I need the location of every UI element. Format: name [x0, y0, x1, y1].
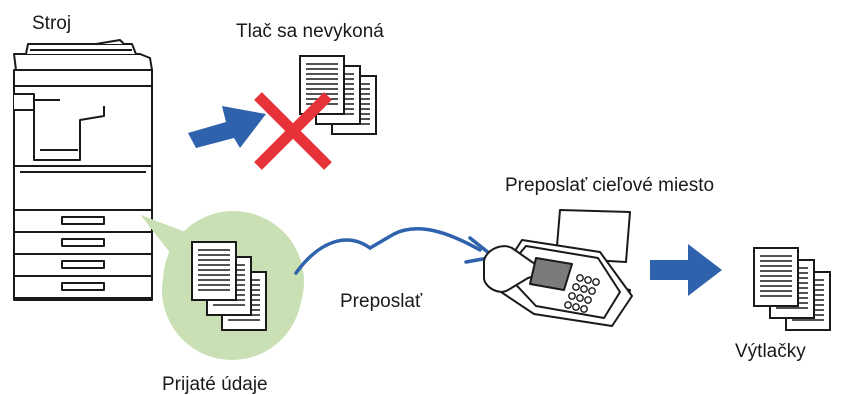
- arrow-right-icon: [650, 244, 722, 296]
- received-data-label: Prijaté údaje: [162, 374, 268, 395]
- machine-label: Stroj: [32, 13, 72, 34]
- forward-label: Preposlať: [340, 291, 423, 312]
- fax-machine-icon: [483, 209, 633, 327]
- arrow-right-icon: [188, 106, 266, 148]
- document-stack-icon: [753, 247, 831, 331]
- copier-icon: [13, 39, 153, 301]
- document-stack-icon: [299, 55, 377, 135]
- forward-destination-label: Preposlať cieľové miesto: [505, 175, 715, 196]
- outputs-label: Výtlačky: [735, 341, 806, 362]
- curved-arrow-icon: [294, 227, 496, 275]
- no-print-label: Tlač sa nevykoná: [236, 21, 384, 42]
- cross-icon: [254, 92, 332, 170]
